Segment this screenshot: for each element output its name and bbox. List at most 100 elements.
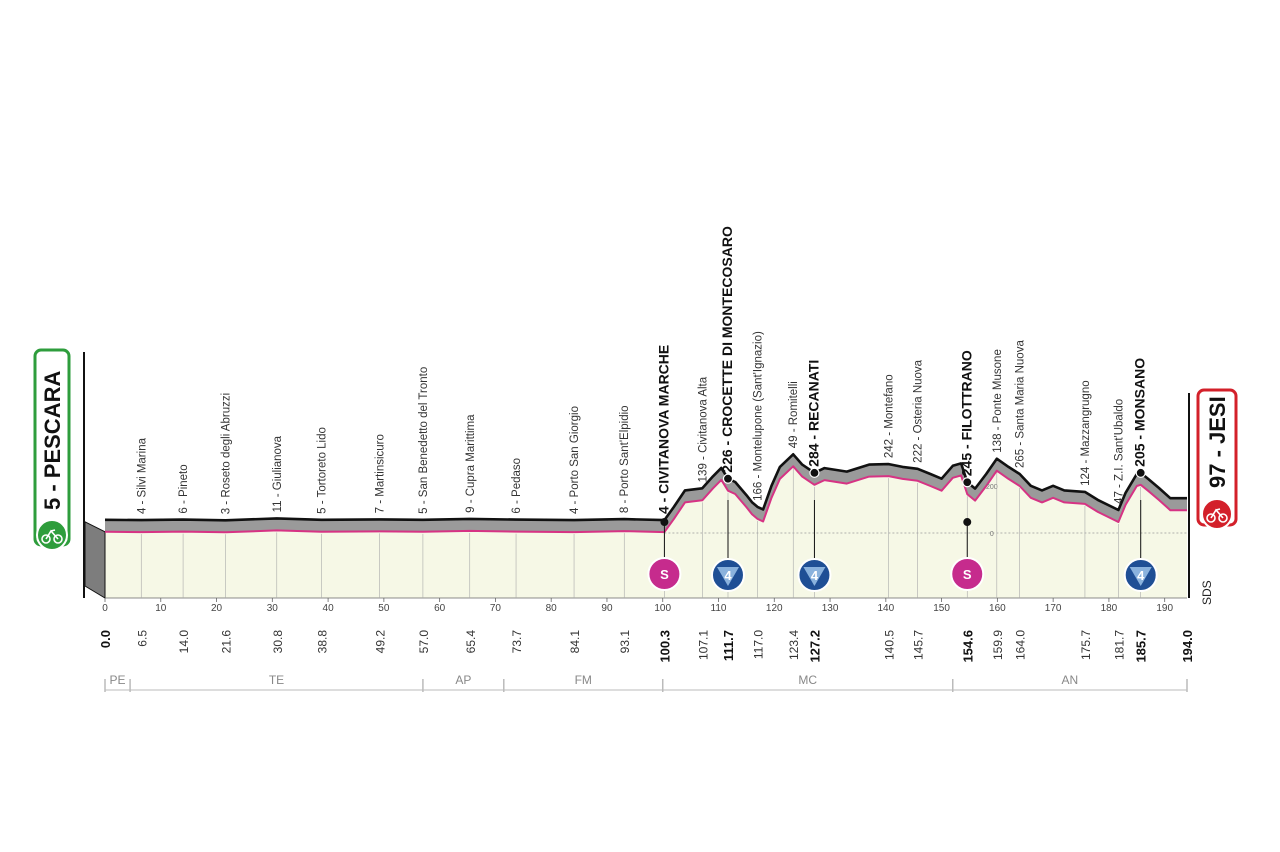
start-bike-icon: [36, 519, 68, 551]
place-distance: 93.1: [618, 630, 632, 654]
place-label: 4 - CIVITANOVA MARCHE: [655, 345, 671, 514]
sprint-badge: [950, 557, 985, 591]
start-label: 5 - PESCARA: [40, 371, 65, 510]
finish-bike-icon-wheel: [1218, 513, 1228, 523]
place-distance: 38.8: [315, 630, 329, 654]
sprint-dot: [963, 518, 972, 527]
place-distance: 159.9: [991, 630, 1005, 660]
kom-triangle: [803, 567, 826, 586]
profile-relief-band: [105, 454, 1187, 533]
altitude-marker-200: 200: [986, 484, 998, 491]
finish-bike-icon: [1201, 498, 1233, 530]
altitude-marker-0: 0: [990, 531, 994, 538]
place-distance: 100.3: [657, 630, 672, 663]
place-label: 5 - Tortoreto Lido: [316, 427, 328, 514]
place-distance: 123.4: [787, 630, 801, 660]
place-label: 4 - Porto San Giorgio: [569, 406, 581, 514]
province-label: TE: [269, 673, 284, 687]
km-tick-label: 0: [102, 603, 108, 614]
km-tick-label: 90: [601, 603, 613, 614]
place-label: 222 - Osteria Nuova: [913, 359, 925, 463]
province-label: AP: [455, 673, 471, 687]
place-label: 205 - MONSANO: [1132, 358, 1148, 467]
place-distance: 181.7: [1112, 630, 1126, 660]
place-distance: 175.7: [1079, 630, 1093, 660]
km-tick-label: 100: [654, 603, 671, 614]
place-label: 4 - Silvi Marina: [136, 437, 148, 514]
place-label: 138 - Ponte Musone: [992, 349, 1004, 453]
profile-side-wall: [84, 521, 106, 599]
place-label: 8 - Porto Sant'Elpidio: [619, 405, 631, 513]
km-tick-label: 20: [211, 603, 223, 614]
km-tick-label: 120: [766, 603, 783, 614]
place-distance: 117.0: [752, 630, 766, 659]
km-tick-label: 160: [989, 603, 1006, 614]
sprint-dot: [660, 518, 669, 527]
place-label: 11 - Giulianova: [272, 435, 284, 512]
sprint-badge-label: S: [963, 567, 972, 582]
province-label: MC: [798, 673, 817, 687]
place-distance: 57.0: [417, 630, 431, 654]
kom-triangle: [716, 567, 739, 586]
kom-badge-label: 4: [811, 568, 819, 583]
place-label: 49 - Romitelli: [788, 381, 800, 448]
sprint-badge: [647, 557, 682, 591]
place-label: 124 - Mazzangrugno: [1080, 380, 1092, 485]
km-tick-label: 40: [323, 603, 335, 614]
place-distance: 21.6: [219, 630, 233, 654]
place-distance: 6.5: [135, 630, 149, 647]
place-distance: 185.7: [1134, 630, 1149, 663]
place-distance: 107.1: [696, 630, 710, 660]
place-label: 226 - CROCETTE DI MONTECOSARO: [719, 226, 735, 473]
place-label: 6 - Pedaso: [511, 458, 523, 514]
place-label: 245 - FILOTTRANO: [958, 350, 974, 476]
km-tick-label: 30: [267, 603, 279, 614]
sprint-badge-label: S: [660, 567, 669, 582]
finish-label: 97 - JESI: [1205, 396, 1230, 488]
place-distance: 73.7: [510, 630, 524, 654]
start-bike-icon-frame: [45, 529, 59, 540]
place-distance: 140.5: [883, 630, 897, 660]
start-bike-icon-wheel: [41, 534, 51, 544]
finish-bike-icon-frame: [1210, 508, 1224, 519]
km-tick-label: 50: [378, 603, 390, 614]
profile-front-line: [104, 465, 1187, 534]
place-label: 265 - Santa Maria Nuova: [1015, 340, 1027, 468]
finish-distance: 194.0: [1180, 630, 1195, 663]
place-label: 3 - Roseto degli Abruzzi: [220, 393, 232, 514]
km-tick-label: 180: [1101, 603, 1118, 614]
km-tick-label: 150: [933, 603, 950, 614]
place-distance: 49.2: [373, 630, 387, 654]
summit-dot: [722, 473, 734, 484]
kom-badge-label: 4: [724, 568, 732, 583]
km-tick-label: 170: [1045, 603, 1062, 614]
km-tick-label: 110: [711, 603, 727, 614]
km-tick-label: 80: [546, 603, 558, 614]
place-label: 6 - Pineto: [178, 464, 190, 513]
place-label: 166 - Montelupone (Sant'Ignazio): [753, 331, 765, 501]
place-distance: 84.1: [568, 630, 582, 654]
place-label: 47 - Z.I. Sant'Ubaldo: [1113, 399, 1125, 504]
place-distance: 111.7: [721, 630, 736, 661]
profile-top-outline: [104, 453, 1187, 522]
sds-label: SDS: [1200, 580, 1214, 605]
summit-dot: [809, 467, 820, 478]
start-distance: 0.0: [98, 630, 113, 648]
start-bike-icon-wheel: [53, 534, 63, 544]
province-label: FM: [575, 673, 592, 687]
km-tick-label: 130: [822, 603, 839, 614]
place-label: 9 - Cupra Marittima: [465, 414, 477, 513]
km-tick-label: 190: [1156, 603, 1173, 614]
province-label: AN: [1062, 673, 1079, 687]
km-tick-label: 10: [155, 603, 167, 614]
summit-dot: [962, 477, 973, 488]
km-tick-label: 70: [490, 603, 502, 614]
province-label: PE: [110, 673, 126, 687]
summit-dot: [1135, 467, 1146, 478]
place-distance: 145.7: [912, 630, 926, 660]
place-distance: 154.6: [960, 630, 975, 663]
kom-badge-label: 4: [1137, 568, 1145, 583]
place-distance: 164.0: [1014, 630, 1028, 660]
